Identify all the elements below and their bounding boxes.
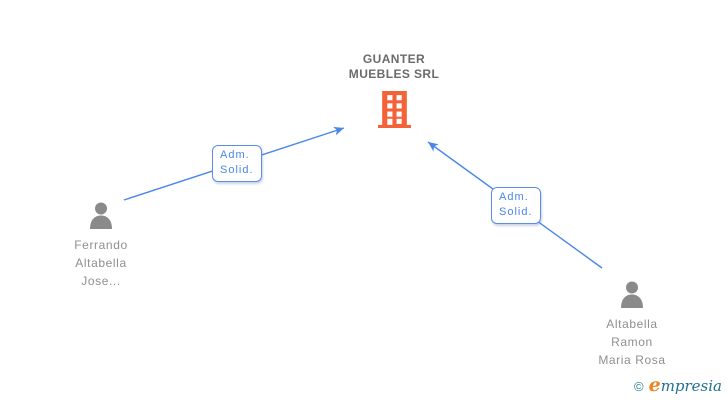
brand-name-rest: mpresia <box>660 377 722 395</box>
person-icon <box>90 202 112 229</box>
person-node-left[interactable]: Ferrando Altabella Jose... <box>55 202 147 290</box>
brand-initial-letter: e <box>648 374 661 396</box>
person-name: Altabella Ramon Maria Rosa <box>598 317 666 367</box>
brand-logo[interactable]: © e mpresia <box>634 374 722 396</box>
copyright-icon: © <box>634 379 644 394</box>
person-node-right[interactable]: Altabella Ramon Maria Rosa <box>586 281 678 369</box>
company-name: GUANTER MUEBLES SRL <box>348 52 440 81</box>
building-icon <box>377 91 411 128</box>
person-name: Ferrando Altabella Jose... <box>74 238 128 288</box>
person-icon <box>621 281 643 308</box>
edge-label-left: Adm. Solid. <box>212 145 262 182</box>
company-node[interactable]: GUANTER MUEBLES SRL <box>332 52 456 128</box>
edge-label-right: Adm. Solid. <box>491 187 541 224</box>
